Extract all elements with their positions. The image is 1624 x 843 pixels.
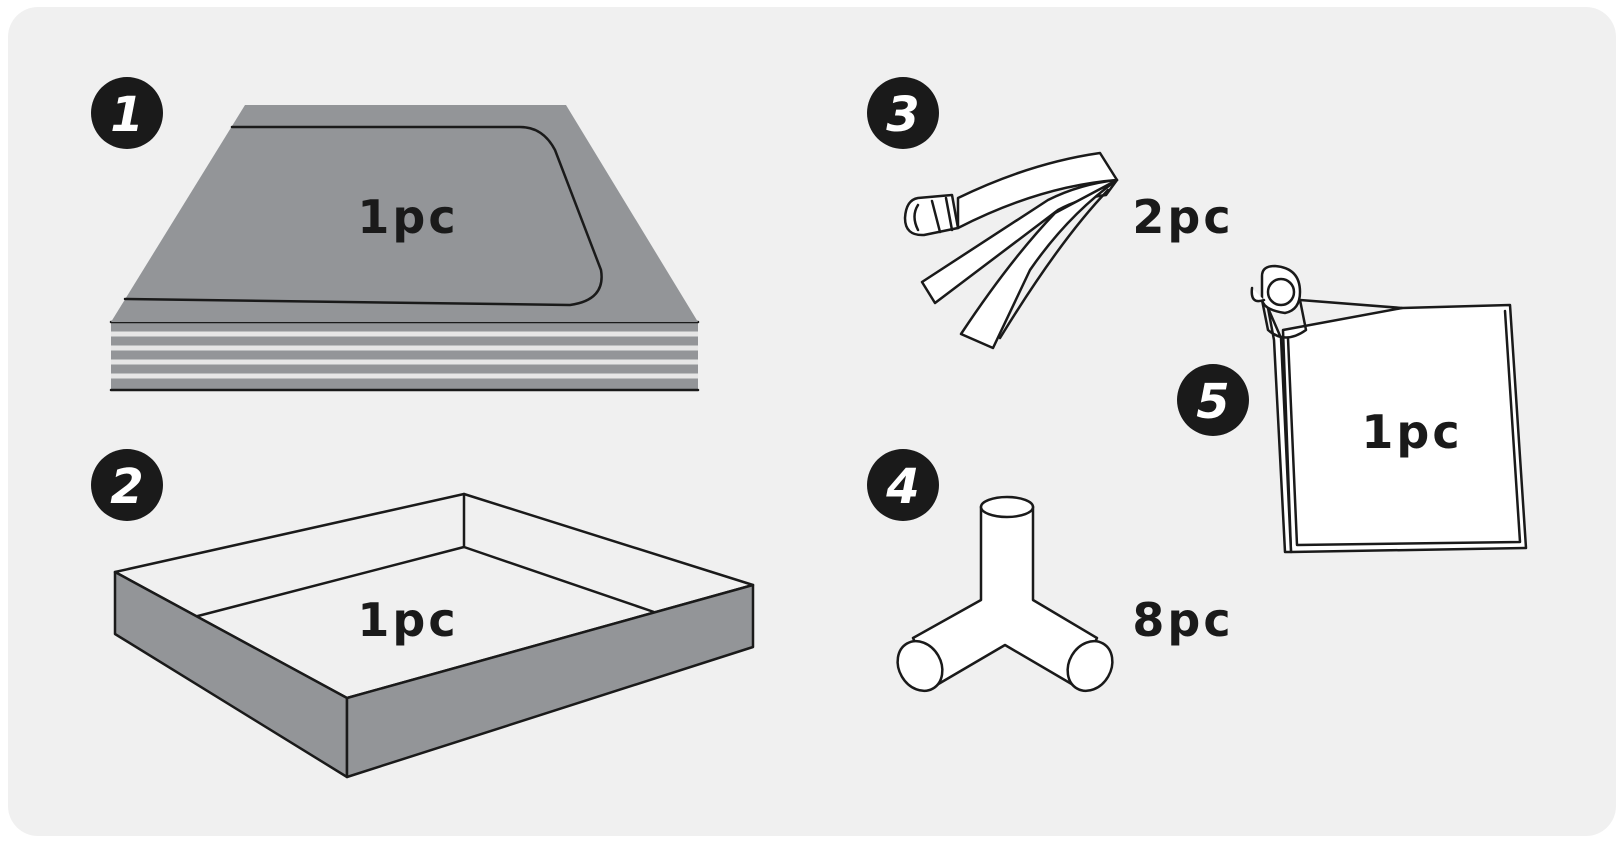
- quantity-5: 1pc: [1361, 405, 1462, 459]
- part-1: 1 1pc: [91, 77, 700, 392]
- badge-4-number: 4: [885, 459, 919, 515]
- cover-sheet-icon: [1250, 264, 1528, 554]
- part-2: 2 1pc: [91, 449, 755, 779]
- badge-2: 2: [91, 449, 163, 521]
- three-way-connector-icon: [896, 495, 1114, 693]
- badge-2-number: 2: [110, 459, 143, 515]
- strap-icon: [903, 151, 1119, 350]
- badge-1: 1: [91, 77, 163, 149]
- quantity-4: 8pc: [1132, 593, 1233, 647]
- quantity-1: 1pc: [357, 190, 458, 244]
- badge-5-number: 5: [1196, 374, 1229, 430]
- part-3: 3 2pc: [867, 77, 1233, 350]
- folded-mat-icon: [109, 105, 700, 392]
- badge-3-number: 3: [886, 87, 919, 143]
- badge-5: 5: [1177, 364, 1249, 436]
- badge-3: 3: [867, 77, 939, 149]
- badge-4: 4: [867, 449, 939, 521]
- badge-1-number: 1: [110, 87, 143, 143]
- part-5: 5 1pc: [1177, 264, 1528, 554]
- pool-frame-icon: [113, 492, 755, 779]
- quantity-3: 2pc: [1132, 190, 1233, 244]
- quantity-2: 1pc: [357, 593, 458, 647]
- part-4: 4 8pc: [867, 449, 1233, 693]
